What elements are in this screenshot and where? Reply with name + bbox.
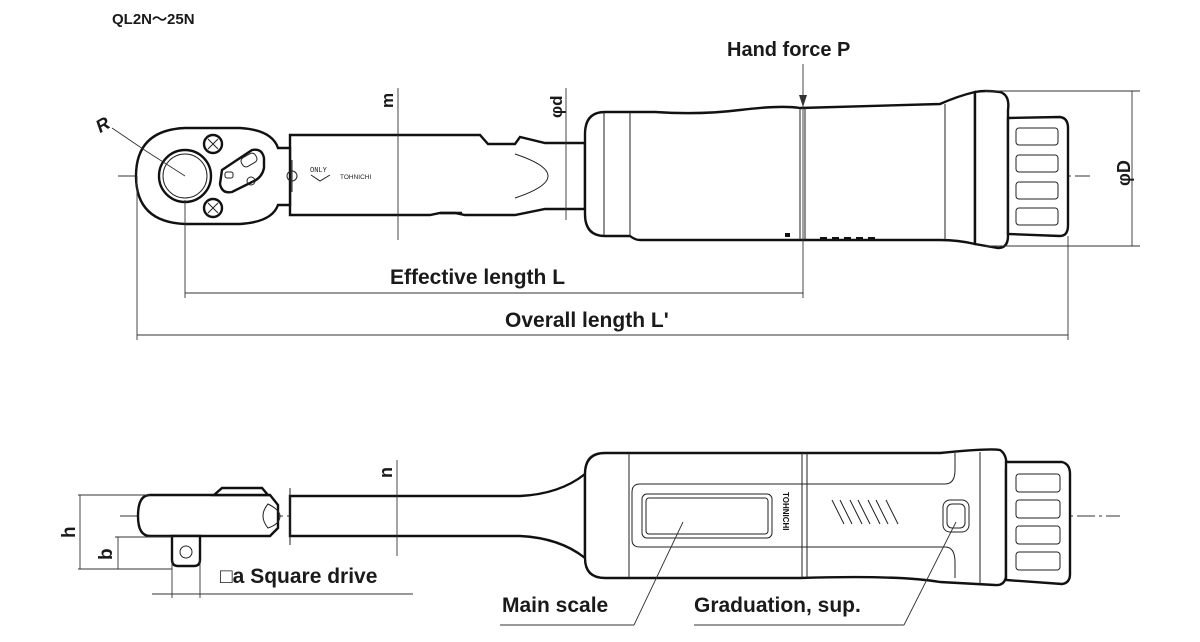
main-scale-label: Main scale [502,594,608,617]
shaft-diameter-label: φd [547,95,566,118]
brand-engraving: TOHNICHI [340,174,371,181]
grip-slots [831,499,899,525]
hand-force-label: Hand force P [727,39,850,61]
grip-cap [973,89,1010,250]
knob-rib [1015,499,1061,519]
drive-height-label: b [96,548,117,560]
grip-side [583,448,1008,587]
grip-diameter-label: φD [1114,160,1134,186]
shaft-groove [514,153,549,199]
knob-rib [1015,127,1059,146]
head-thickness-label: m [378,93,397,108]
grip-body [583,90,977,246]
knob-rib [1015,525,1061,545]
brand-side: TOHNICHI [781,492,790,531]
only-engraving: ONLY [310,167,328,175]
knob-rib [1015,181,1059,200]
radius-label: R [92,113,113,137]
detent-ball [179,545,193,559]
knob-rib [1015,551,1061,571]
screw-cross [207,138,219,150]
direction-arrow [310,174,331,182]
grip-panel [631,453,956,578]
knob-rib [1015,154,1059,173]
effective-length-label: Effective length L [390,266,565,289]
knob-rib [1015,473,1061,493]
lever-dot [246,176,256,186]
lever-slot [240,152,258,168]
model-range-title: QL2N〜25N [112,11,195,28]
hand-force-arrow [799,95,807,107]
square-drive [170,534,202,568]
main-scale-window [641,493,773,539]
pivot-side [262,503,281,529]
graduation-label: Graduation, sup. [694,594,861,617]
knob-rib [1015,207,1059,226]
drive-hole-inner [162,153,208,199]
lever-pin [224,171,234,179]
shaft-top [288,133,587,217]
graduation-window [942,499,970,533]
shaft-side [288,471,587,561]
square-drive-label: □a Square drive [220,565,377,588]
overall-length-label: Overall length L' [505,309,669,332]
graduation-leader [903,521,957,626]
screw-cross [207,202,219,214]
adjustment-knob [1006,115,1070,238]
grip-slot-lines [831,499,899,525]
head-side [136,493,280,538]
radius-leader [111,127,147,152]
side-view: h b □a Square drive n TOHNICHI [59,448,1120,626]
neck-thickness-label: n [376,467,396,478]
main-scale-leader [633,521,684,626]
grip-mark [785,233,790,237]
lever-side [210,486,271,497]
graduation-window-inner [946,503,966,529]
reverse-lever [218,148,266,194]
main-scale-window-inner [645,497,769,535]
head-height-label: h [59,526,80,538]
radius-line [145,150,186,177]
top-view: ONLY TOHNICHI R m φd Hand force P [92,39,1140,340]
